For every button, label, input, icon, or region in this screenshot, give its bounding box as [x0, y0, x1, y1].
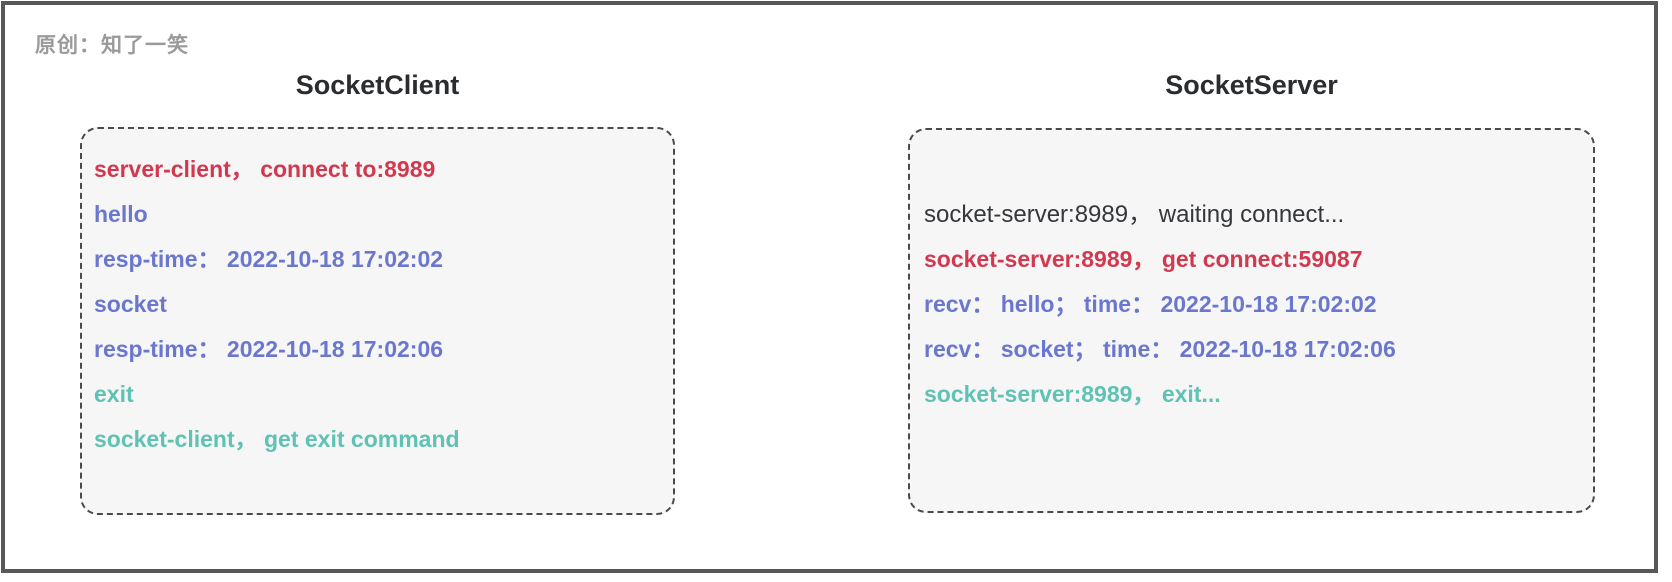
log-line: server-client， connect to:8989	[94, 156, 436, 182]
log-line: hello	[94, 201, 148, 227]
server-console-box: socket-server:8989， waiting connect... s…	[908, 128, 1595, 513]
client-panel-title: SocketClient	[295, 70, 460, 100]
page-frame: 原创：知了一笑 SocketClient server-client， conn…	[1, 1, 1658, 573]
log-line: socket-client， get exit command	[94, 426, 460, 452]
log-line: exit	[94, 381, 134, 407]
log-line: recv： hello； time： 2022-10-18 17:02:02	[924, 291, 1377, 317]
log-line: socket-server:8989， get connect:59087	[924, 246, 1363, 272]
log-line: socket	[94, 291, 167, 317]
log-line: socket-server:8989， waiting connect...	[924, 201, 1345, 228]
client-console-box: server-client， connect to:8989 hello res…	[80, 127, 675, 515]
log-line: socket-server:8989， exit...	[924, 381, 1221, 407]
log-line: recv： socket； time： 2022-10-18 17:02:06	[924, 336, 1396, 362]
server-panel-title: SocketServer	[1165, 70, 1338, 100]
log-line: resp-time： 2022-10-18 17:02:06	[94, 336, 444, 362]
log-line: resp-time： 2022-10-18 17:02:02	[94, 246, 444, 272]
watermark-text: 原创：知了一笑	[35, 34, 189, 57]
